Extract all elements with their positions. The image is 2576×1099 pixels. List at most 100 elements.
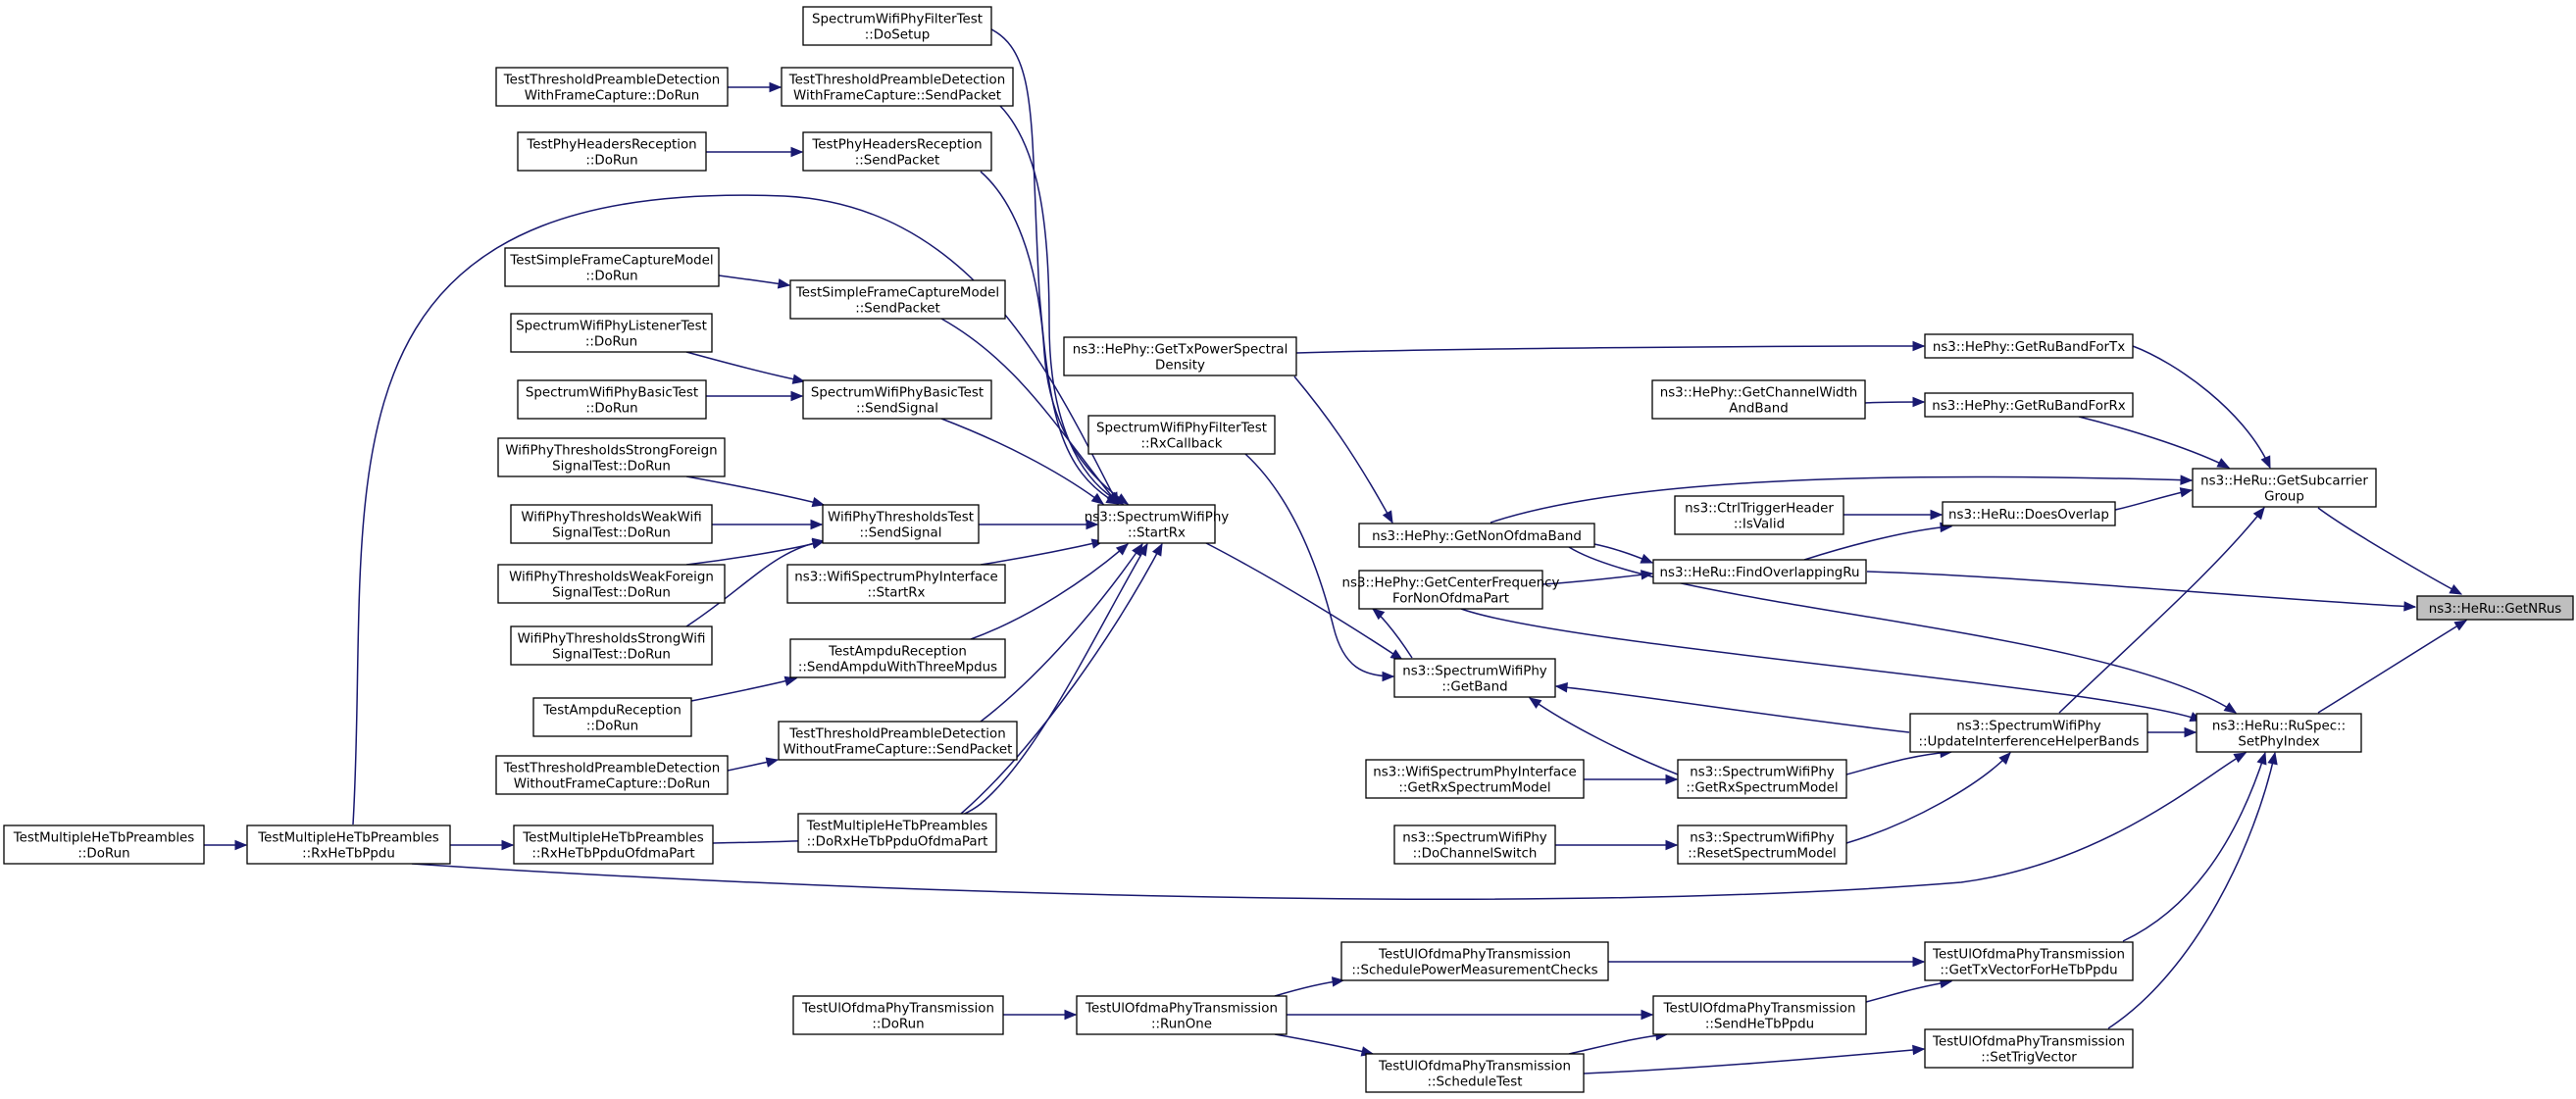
node-label: ns3::SpectrumWifiPhy [1956, 720, 2101, 734]
graph-node[interactable]: WifiPhyThresholdsStrongForeignSignalTest… [497, 437, 726, 477]
graph-node[interactable]: ns3::HePhy::GetNonOfdmaBand [1358, 523, 1595, 548]
node-box [517, 379, 707, 420]
edge-n11-to-n1 [1490, 475, 2194, 524]
graph-node[interactable]: ns3::HeRu::FindOverlappingRu [1652, 559, 1867, 584]
graph-node[interactable]: ns3::SpectrumWifiPhy::UpdateInterference… [1909, 713, 2148, 753]
edge-n33-to-n19 [979, 519, 1099, 530]
edge-line [1529, 697, 1679, 775]
node-label: ::DoRun [77, 847, 129, 862]
node-label: TestUlOfdmaPhyTransmission [1378, 1060, 1571, 1074]
graph-node[interactable]: TestUlOfdmaPhyTransmission::SendHeTbPpdu [1652, 995, 1867, 1035]
node-label: ns3::HePhy::GetNonOfdmaBand [1372, 529, 1582, 544]
edge-line [1205, 542, 1403, 661]
edge-line [2122, 752, 2266, 942]
edge-n38-to-n26 [1287, 1009, 1654, 1021]
graph-node[interactable]: TestThresholdPreambleDetectionWithoutFra… [495, 755, 729, 795]
graph-node[interactable]: TestUlOfdmaPhyTransmission::SchedulePowe… [1340, 941, 1609, 981]
edge-line [2058, 507, 2265, 714]
edge-n1-to-n0 [2317, 507, 2463, 595]
graph-node[interactable]: TestUlOfdmaPhyTransmission::ScheduleTest [1365, 1053, 1585, 1093]
graph-node[interactable]: ns3::SpectrumWifiPhy::GetRxSpectrumModel [1677, 759, 1847, 799]
graph-node[interactable]: ns3::SpectrumWifiPhy::GetBand [1393, 658, 1556, 698]
arrowhead [790, 146, 804, 158]
node-label: ::SendHeTbPpdu [1705, 1018, 1814, 1032]
graph-node[interactable]: TestAmpduReception::DoRun [532, 697, 692, 737]
edge-n25-to-n17 [1608, 956, 1926, 968]
graph-node[interactable]: TestUlOfdmaPhyTransmission::RunOne [1076, 995, 1288, 1035]
graph-node[interactable]: WifiPhyThresholdsStrongWifiSignalTest::D… [510, 625, 713, 666]
node-label: SignalTest::DoRun [552, 460, 671, 475]
node-label: ns3::SpectrumWifiPhy [1690, 766, 1835, 780]
graph-node[interactable]: ns3::CtrlTriggerHeader::IsValid [1674, 495, 1844, 535]
graph-node[interactable]: ns3::WifiSpectrumPhyInterface::GetRxSpec… [1365, 759, 1585, 799]
edge-n50-to-n38 [1003, 1009, 1078, 1021]
graph-node[interactable]: TestPhyHeadersReception::DoRun [517, 131, 707, 172]
graph-node[interactable]: TestUlOfdmaPhyTransmission::DoRun [792, 995, 1004, 1035]
graph-node[interactable]: ns3::HePhy::GetRuBandForTx [1924, 333, 2134, 359]
edge-n38-to-n25 [1274, 976, 1345, 997]
arrowhead [1136, 542, 1148, 557]
node-label: TestUlOfdmaPhyTransmission [1932, 1035, 2125, 1050]
graph-node[interactable]: TestSimpleFrameCaptureModel::DoRun [504, 247, 720, 287]
graph-node[interactable]: ns3::SpectrumWifiPhy::ResetSpectrumModel [1677, 824, 1847, 865]
graph-node-target[interactable]: ns3::HeRu::GetNRus [2416, 595, 2574, 621]
node-label: Density [1155, 359, 1205, 374]
graph-node[interactable]: TestUlOfdmaPhyTransmission::GetTxVectorF… [1924, 941, 2134, 981]
node-label: ::SendPacket [855, 154, 940, 169]
node-label: ForNonOfdmaPart [1392, 592, 1509, 607]
graph-node[interactable]: ns3::HeRu::RuSpec::SetPhyIndex [2196, 713, 2362, 753]
node-label: SpectrumWifiPhyFilterTest [812, 13, 983, 27]
graph-node[interactable]: TestThresholdPreambleDetectionWithFrameC… [495, 67, 729, 107]
node-box [802, 6, 992, 46]
graph-node[interactable]: TestMultipleHeTbPreambles::RxHeTbPpdu [246, 824, 451, 865]
node-label: TestThresholdPreambleDetection [788, 727, 1005, 742]
graph-node[interactable]: SpectrumWifiPhyFilterTest::DoSetup [802, 6, 992, 46]
graph-node[interactable]: ns3::SpectrumWifiPhy::DoChannelSwitch [1393, 824, 1556, 865]
graph-node[interactable]: ns3::HePhy::GetCenterFrequencyForNonOfdm… [1342, 570, 1560, 610]
edge-line [685, 475, 825, 506]
edge-n12-to-n3 [1460, 608, 2203, 722]
node-label: WithFrameCapture::SendPacket [793, 89, 1001, 104]
graph-node[interactable]: TestAmpduReception::SendAmpduWithThreeMp… [789, 638, 1006, 678]
arrowhead [1382, 510, 1393, 525]
graph-node[interactable]: ns3::HeRu::DoesOverlap [1942, 501, 2116, 526]
graph-node[interactable]: TestMultipleHeTbPreambles::RxHeTbPpduOfd… [513, 824, 714, 865]
edge-line [1293, 375, 1393, 524]
graph-node[interactable]: TestPhyHeadersReception::SendPacket [802, 131, 992, 172]
edge-n44-to-n33 [685, 475, 826, 508]
node-label: AndBand [1729, 402, 1789, 417]
arrowhead [1132, 542, 1143, 557]
graph-node[interactable]: TestMultipleHeTbPreambles::DoRxHeTbPpduO… [797, 813, 997, 853]
graph-node[interactable]: ns3::SpectrumWifiPhy::StartRx [1085, 504, 1230, 544]
graph-node[interactable]: TestMultipleHeTbPreambles::DoRun [3, 824, 205, 865]
arrowhead [2260, 455, 2271, 470]
node-box [513, 824, 714, 865]
arrowhead [2223, 702, 2238, 714]
node-label: ::RxHeTbPpdu [302, 847, 395, 862]
edge-line [940, 318, 1119, 505]
graph-node[interactable]: WifiPhyThresholdsWeakWifiSignalTest::DoR… [510, 504, 713, 544]
graph-node[interactable]: SpectrumWifiPhyListenerTest::DoRun [510, 313, 713, 353]
edge-line [2317, 620, 2467, 714]
graph-node[interactable]: TestThresholdPreambleDetectionWithFrameC… [781, 67, 1014, 107]
edge-n7-to-n1 [2058, 506, 2265, 714]
graph-node[interactable]: SpectrumWifiPhyBasicTest::DoRun [517, 379, 707, 420]
edge-n3-to-n0 [2317, 620, 2468, 714]
graph-node[interactable]: WifiPhyThresholdsTest::SendSignal [822, 504, 980, 544]
graph-node[interactable]: SpectrumWifiPhyBasicTest::SendSignal [802, 379, 992, 420]
node-label: ns3::HePhy::GetTxPowerSpectral [1073, 343, 1288, 358]
graph-node[interactable]: TestSimpleFrameCaptureModel::SendPacket [789, 279, 1006, 320]
edge-line [2078, 416, 2230, 469]
graph-node[interactable]: ns3::HePhy::GetRuBandForRx [1924, 392, 2134, 418]
graph-node[interactable]: TestUlOfdmaPhyTransmission::SetTrigVecto… [1924, 1028, 2134, 1069]
edge-n43-to-n32 [705, 390, 804, 402]
graph-node[interactable]: WifiPhyThresholdsWeakForeignSignalTest::… [497, 564, 726, 604]
graph-node[interactable]: ns3::WifiSpectrumPhyInterface::StartRx [786, 564, 1006, 604]
graph-node[interactable]: TestThresholdPreambleDetectionWithoutFra… [778, 721, 1018, 761]
node-box [1909, 713, 2148, 753]
node-label: TestPhyHeadersReception [811, 138, 982, 153]
graph-node[interactable]: SpectrumWifiPhyFilterTest::RxCallback [1087, 415, 1276, 455]
